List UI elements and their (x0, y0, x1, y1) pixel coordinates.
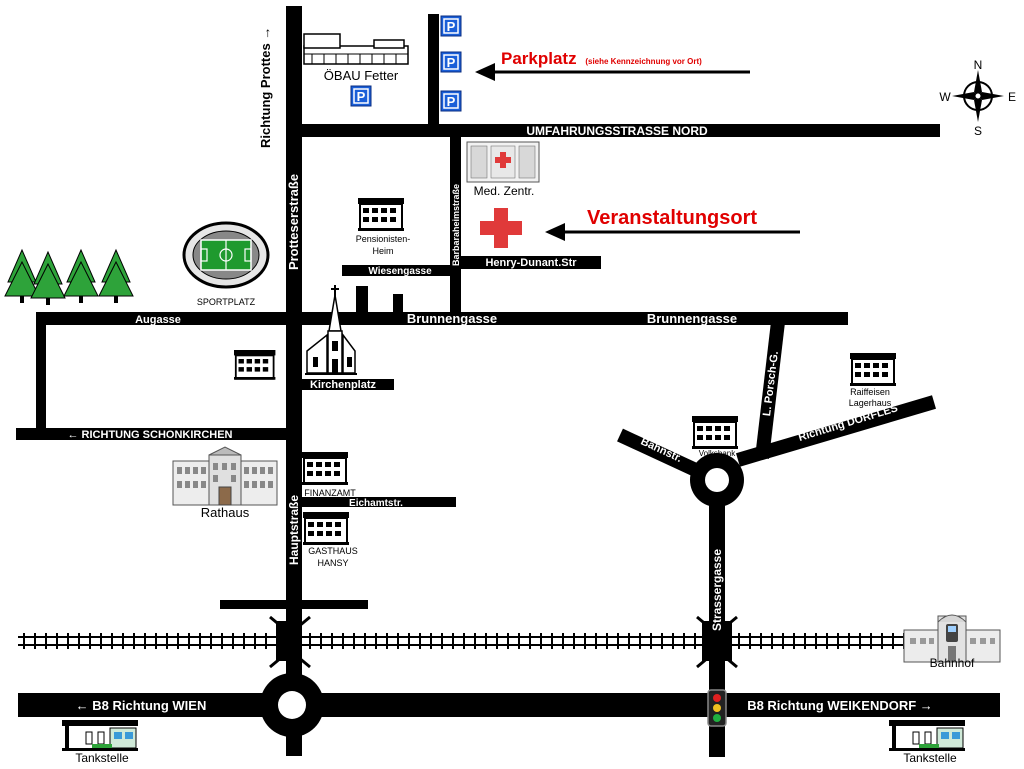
parking-sign-icon: P (440, 90, 462, 112)
svg-text:P: P (357, 89, 366, 104)
road-label-wiesengasse: Wiesengasse (368, 266, 432, 277)
road-label-brunnengasse-west: Brunnengasse (407, 311, 497, 326)
road-label-protteserstrasse: Protteserstraße (286, 174, 301, 270)
place-label-gasthaus-name: HANSY (317, 558, 348, 568)
gas-station-icon (61, 719, 139, 752)
place-label-gasthaus: GASTHAUS (308, 546, 358, 556)
place-label-tankstelle-east: Tankstelle (903, 751, 957, 765)
svg-text:P: P (447, 94, 456, 109)
place-label-lagerhaus: Lagerhaus (849, 398, 892, 408)
place-label-tankstelle-west: Tankstelle (75, 751, 129, 765)
road-label-henry-dunant: Henry-Dunant.Str (485, 257, 577, 269)
svg-text:E: E (1008, 90, 1016, 104)
volksbank-building-icon (691, 415, 739, 450)
parkplatz-label: Parkplatz (siehe Kennzeichnung vor Ort) (501, 49, 702, 68)
train-station-icon (903, 614, 1001, 663)
railway (18, 615, 910, 669)
road-label-eichamtstrasse: Eichamtstr. (349, 498, 403, 509)
raiffeisen-building-icon (849, 352, 897, 387)
gas-station-icon (888, 719, 966, 752)
forest-icon (4, 249, 134, 306)
medical-centre-building-icon (466, 141, 540, 183)
svg-text:P: P (447, 55, 456, 70)
stadium-icon (182, 221, 270, 289)
road-label-umfahrung: UMFAHRUNGSSTRASSE NORD (526, 124, 708, 138)
church-icon (305, 285, 357, 375)
parking-sign-icon: P (350, 85, 372, 107)
road-label-brunnengasse-east: Brunnengasse (647, 311, 737, 326)
road-label-b8-weikendorf: B8 Richtung WEIKENDORF → (747, 698, 933, 713)
parking-sign-icon: P (440, 15, 462, 37)
traffic-light-icon (707, 689, 727, 727)
road-label-richtung-prottes: Richtung Prottes → (258, 27, 273, 148)
svg-text:W: W (939, 90, 951, 104)
road-label-barbaraheimstrasse: Barbaraheimstraße (451, 184, 461, 266)
compass-icon: N S E W (939, 58, 1016, 138)
gasthaus-building-icon (302, 511, 350, 546)
svg-text:S: S (974, 124, 982, 138)
parking-sign-icon: P (440, 51, 462, 73)
svg-text:N: N (974, 58, 983, 72)
svg-text:P: P (447, 19, 456, 34)
road-label-hauptstrasse: Hauptstraße (287, 495, 301, 565)
road-label-augasse: Augasse (135, 314, 181, 326)
red-cross-icon (480, 208, 522, 248)
finanzamt-building-icon (301, 451, 349, 486)
rathaus-building-icon (172, 446, 278, 506)
road-label-strassergasse: Strassergasse (710, 549, 724, 631)
place-label-volksbank: Volksbank (699, 449, 736, 458)
oebau-building-icon (303, 33, 409, 65)
place-label-oebau: ÖBAU Fetter (324, 68, 399, 83)
veranstaltungsort-label: Veranstaltungsort (587, 207, 757, 229)
place-label-finanzamt: FINANZAMT (304, 488, 356, 498)
arrow-left-icon (545, 223, 800, 241)
place-label-pensionisten: Pensionisten- (356, 234, 411, 244)
road-label-richtung-schonkirchen: ← RICHTUNG SCHONKIRCHEN (68, 429, 233, 441)
road-network (16, 6, 1000, 757)
place-label-rathaus: Rathaus (201, 505, 250, 520)
road-label-b8-wien: ← B8 Richtung WIEN (76, 698, 207, 713)
road-label-kirchenplatz: Kirchenplatz (310, 379, 377, 391)
arrow-left-icon (475, 63, 750, 81)
place-label-med-zentr: Med. Zentr. (474, 184, 535, 198)
place-label-sportplatz: SPORTPLATZ (197, 297, 256, 307)
place-label-pensionisten-heim: Heim (372, 246, 393, 256)
building-icon (233, 349, 277, 381)
pensionistenheim-building-icon (357, 197, 405, 232)
road-label-porsch-gasse: L. Porsch-G. (761, 350, 781, 416)
place-label-raiffeisen: Raiffeisen (850, 387, 890, 397)
place-label-bahnhof: Bahnhof (930, 656, 975, 670)
